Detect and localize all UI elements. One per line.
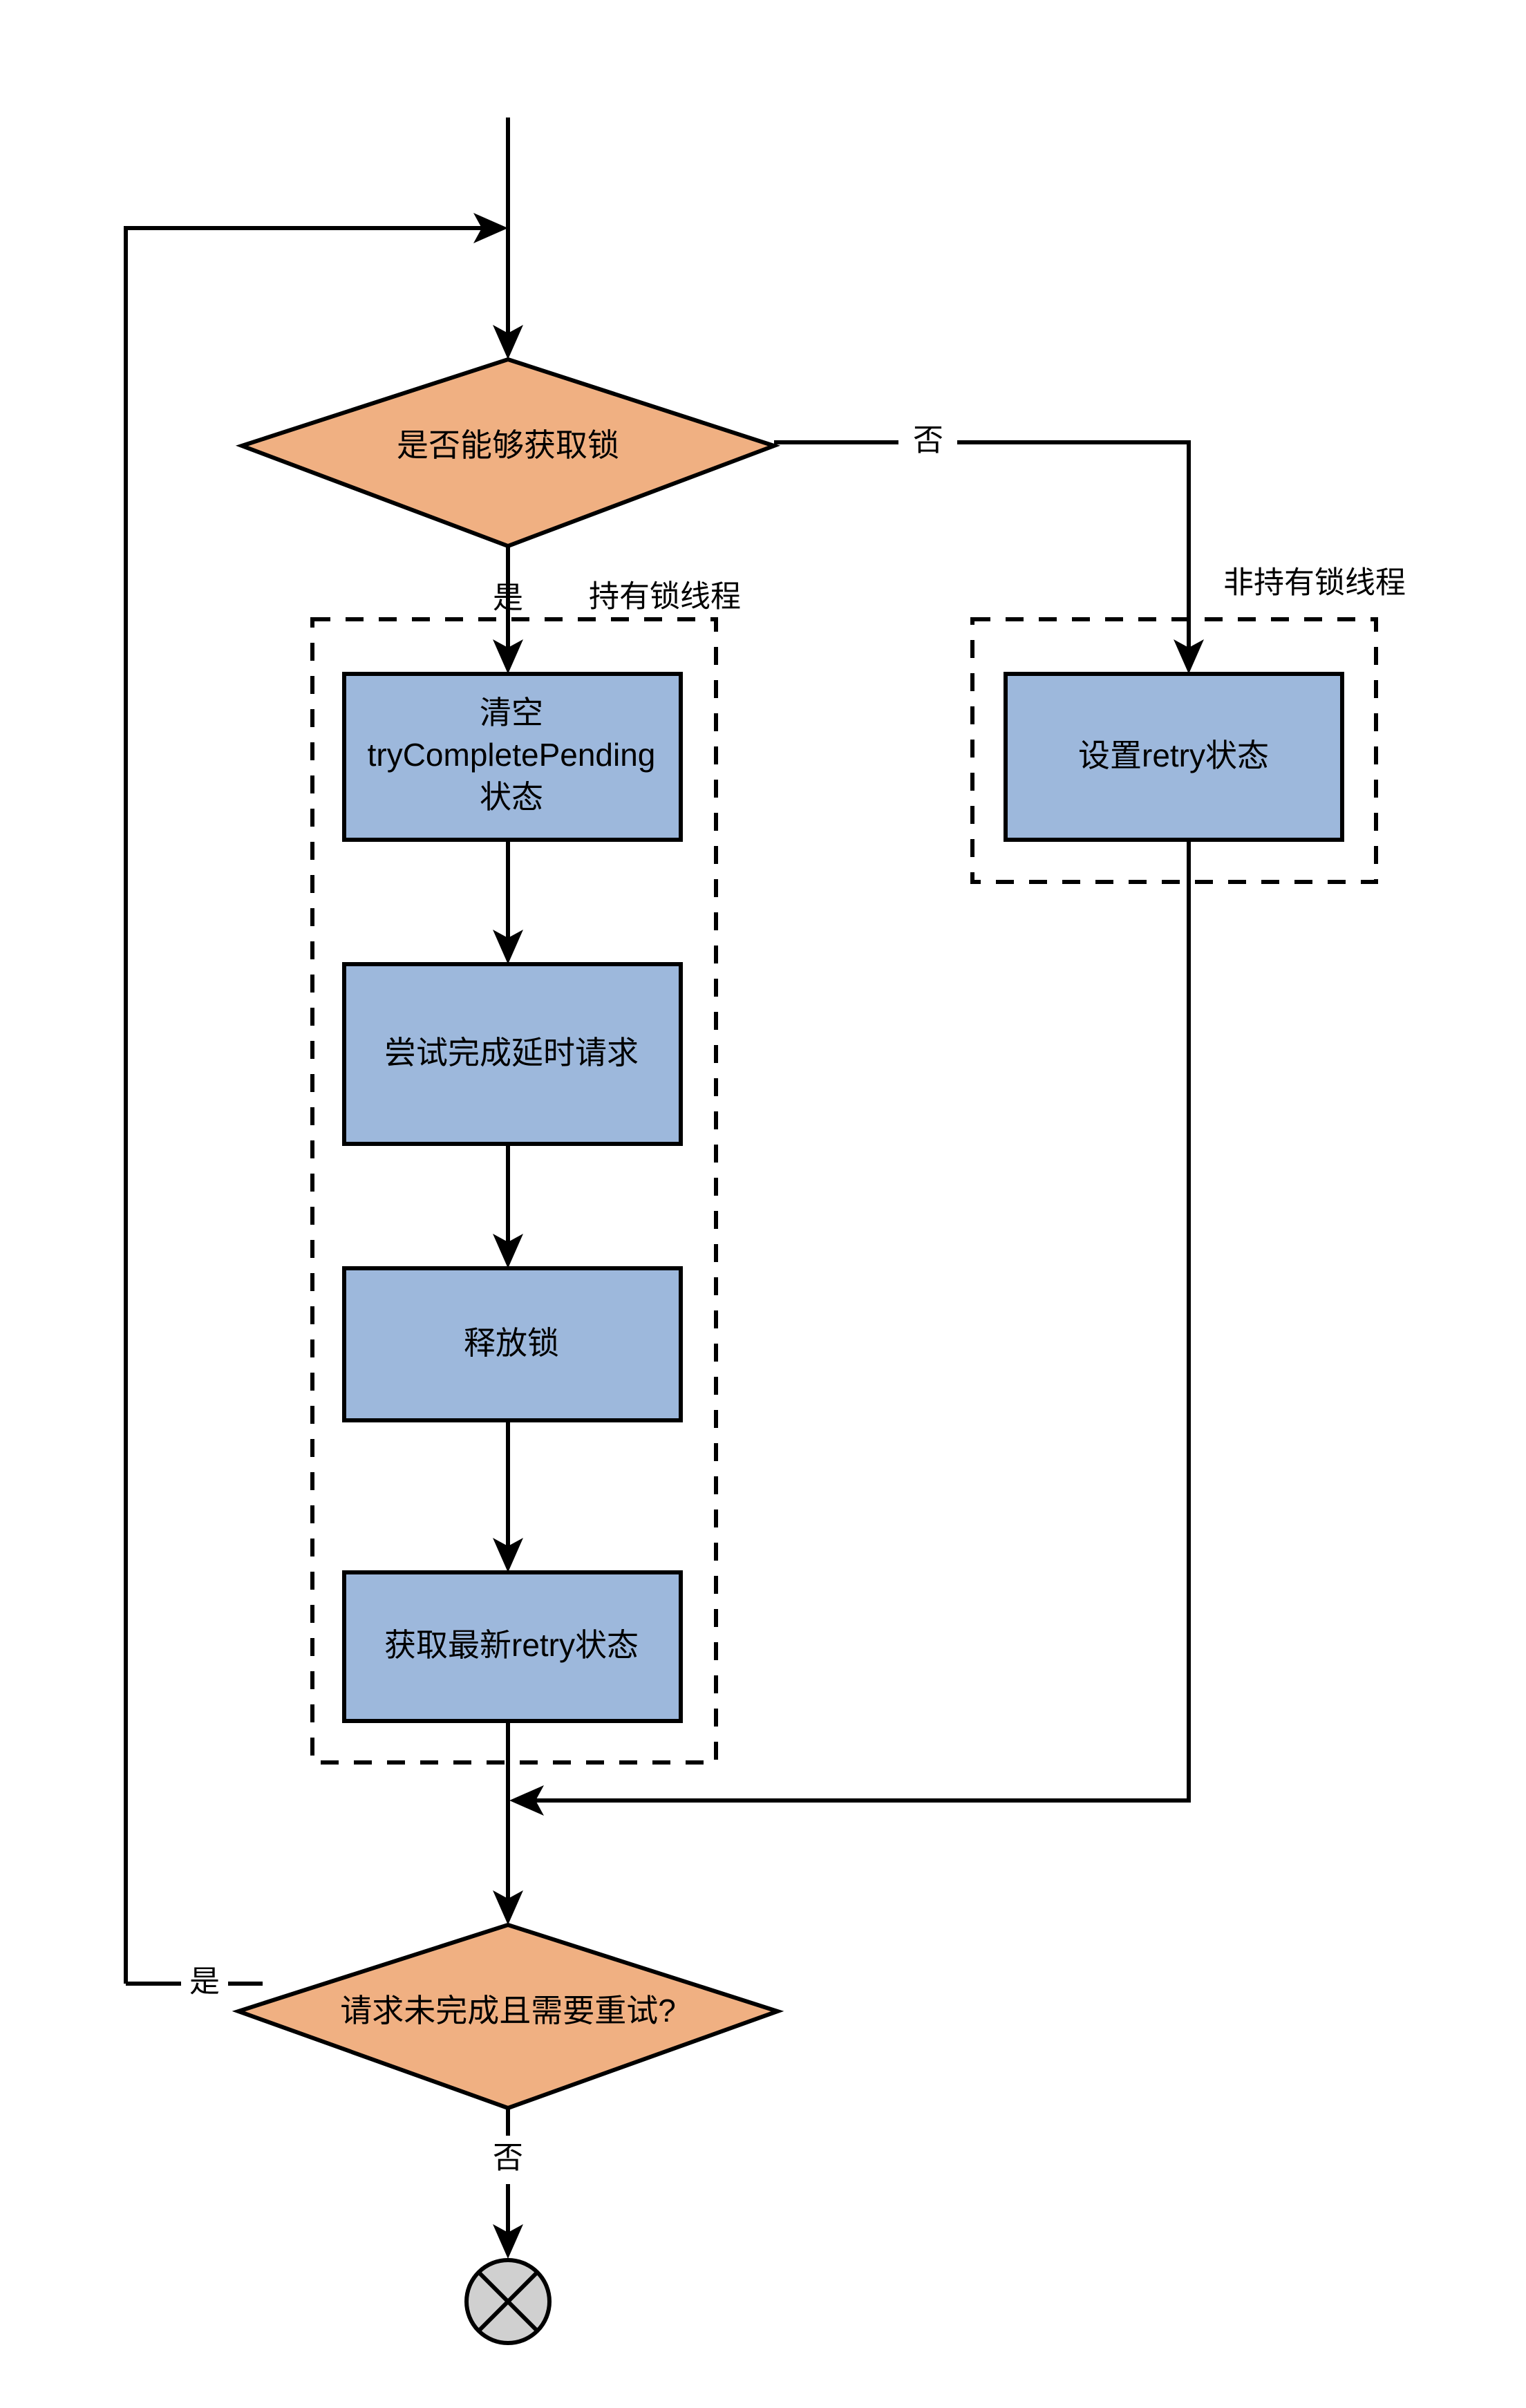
edge-label-acquire-lock-no: 否 <box>913 424 943 458</box>
edge-label-acquire-lock-yes: 是 <box>493 581 523 615</box>
process-clear-pending-label-line2: tryCompletePending <box>368 737 656 773</box>
process-set-retry-label: 设置retry状态 <box>1078 737 1269 773</box>
node-process-try-complete-delayed[interactable]: 尝试完成延时请求 <box>342 962 683 1146</box>
group-label-lock-holder: 持有锁线程 <box>589 580 741 614</box>
edge-try-complete-to-release-lock <box>493 1144 523 1268</box>
node-decision-need-retry[interactable]: 请求未完成且需要重试? <box>232 1922 784 2111</box>
process-try-complete-delayed-label: 尝试完成延时请求 <box>384 1035 639 1071</box>
edge-release-lock-to-read-retry <box>493 1420 523 1572</box>
node-process-read-latest-retry[interactable]: 获取最新retry状态 <box>342 1570 683 1723</box>
edge-acquire-lock-no <box>774 440 1204 674</box>
group-box-lock-holder <box>310 617 718 1765</box>
edge-need-retry-yes-loopback <box>124 213 508 1986</box>
group-label-non-lock-holder: 非持有锁线程 <box>1223 566 1406 600</box>
decision-need-retry-label: 请求未完成且需要重试? <box>340 1993 676 2029</box>
process-clear-pending-label-line3: 状态 <box>480 779 543 815</box>
process-clear-pending-label-line1: 清空 <box>480 695 543 731</box>
edge-set-retry-to-merge <box>509 840 1191 1816</box>
node-process-set-retry[interactable]: 设置retry状态 <box>1004 672 1344 842</box>
node-terminator-end[interactable] <box>464 2258 552 2345</box>
decision-acquire-lock-label: 是否能够获取锁 <box>397 427 619 463</box>
edge-start-to-decision-acquire-lock <box>493 117 523 359</box>
node-process-clear-pending[interactable]: 清空 tryCompletePending 状态 <box>342 672 683 842</box>
process-read-latest-retry-label: 获取最新retry状态 <box>384 1627 639 1663</box>
edge-label-need-retry-no: 否 <box>493 2141 523 2175</box>
group-box-non-lock-holder <box>970 617 1378 884</box>
edge-read-retry-to-need-retry <box>493 1721 523 1925</box>
edge-need-retry-no <box>493 2108 523 2259</box>
edge-label-need-retry-yes: 是 <box>189 1965 220 1999</box>
node-decision-acquire-lock[interactable]: 是否能够获取锁 <box>235 357 781 549</box>
process-release-lock-label: 释放锁 <box>464 1325 559 1361</box>
edge-clear-pending-to-try-complete <box>493 840 523 964</box>
edge-acquire-lock-yes <box>493 546 523 674</box>
node-process-release-lock[interactable]: 释放锁 <box>342 1266 683 1422</box>
